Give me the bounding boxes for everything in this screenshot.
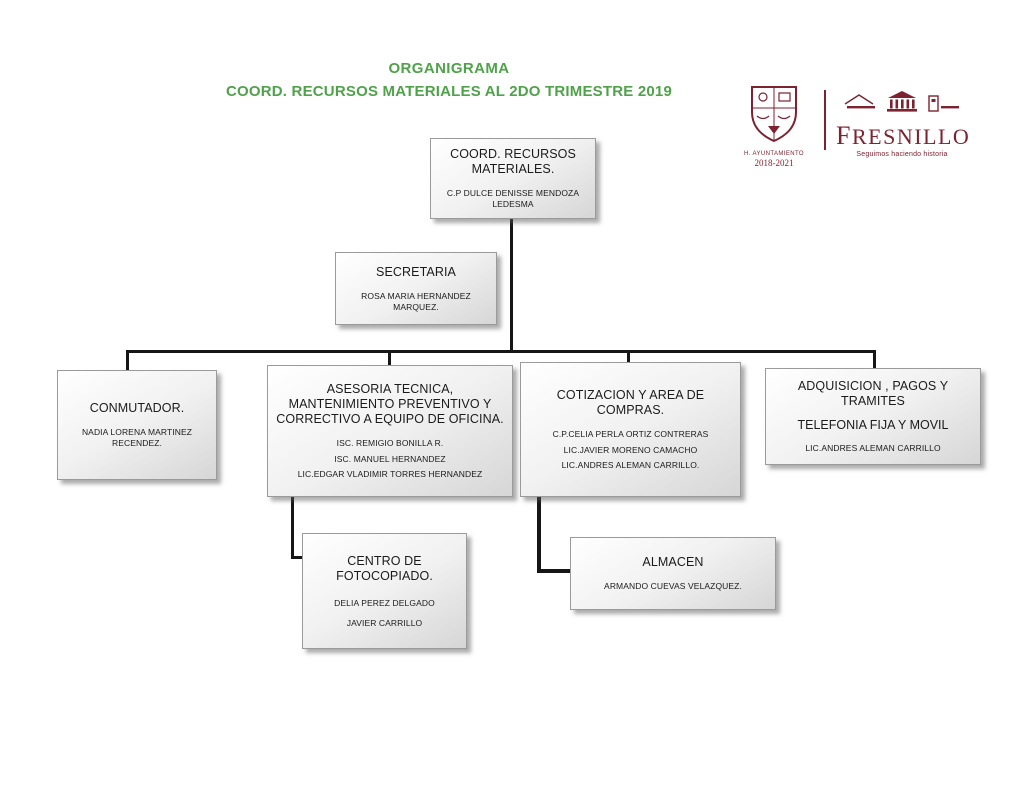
connector-cotizacion-almacen-vertical: [537, 496, 541, 573]
connector-drop-adquisicion: [873, 350, 876, 369]
org-node-secretaria: SECRETARIA ROSA MARIA HERNANDEZ MARQUEZ.: [335, 252, 497, 325]
connector-drop-cotizacion: [627, 350, 630, 363]
fresnillo-wordmark: FRESNILLO: [836, 121, 971, 150]
org-node-cotizacion-compras: COTIZACION Y AREA DE COMPRAS. C.P.CELIA …: [520, 362, 741, 497]
connector-coord-vertical: [510, 217, 513, 352]
crest-caption: H. AYUNTAMIENTO: [743, 151, 804, 157]
node-person: LIC.ANDRES ALEMAN CARRILLO.: [561, 460, 700, 471]
connector-drop-conmutador: [126, 350, 129, 371]
org-node-conmutador: CONMUTADOR. NADIA LORENA MARTINEZ RECEND…: [57, 370, 217, 480]
node-person: LIC.ANDRES ALEMAN CARRILLO: [805, 443, 941, 454]
connector-main-horizontal: [126, 350, 876, 353]
municipal-crest-icon: [746, 86, 802, 148]
org-node-almacen: ALMACEN ARMANDO CUEVAS VELAZQUEZ.: [570, 537, 776, 610]
municipal-crest: H. AYUNTAMIENTO 2018-2021: [739, 84, 809, 168]
connector-asesoria-fotocopiado-horizontal: [291, 556, 304, 559]
org-node-adquisicion-pagos: ADQUISICION , PAGOS Y TRAMITES TELEFONIA…: [765, 368, 981, 465]
fresnillo-brand: FRESNILLO Seguimos haciendo historia: [836, 88, 971, 158]
connector-asesoria-fotocopiado-vertical: [291, 496, 294, 559]
org-node-coord-recursos-materiales: COORD. RECURSOS MATERIALES. C.P DULCE DE…: [430, 138, 596, 219]
org-node-asesoria-tecnica: ASESORIA TECNICA, MANTENIMIENTO PREVENTI…: [267, 365, 513, 497]
node-title: CONMUTADOR.: [89, 401, 185, 416]
page-title: ORGANIGRAMA COORD. RECURSOS MATERIALES A…: [149, 60, 749, 100]
node-person: DELIA PEREZ DELGADO: [334, 597, 435, 608]
node-person: ISC. MANUEL HERNANDEZ: [334, 453, 446, 464]
node-title: ADQUISICION , PAGOS Y TRAMITES: [797, 379, 949, 409]
node-subtitle: TELEFONIA FIJA Y MOVIL: [797, 418, 949, 433]
page-title-line1: ORGANIGRAMA: [388, 60, 510, 77]
node-person: ISC. REMIGIO BONILLA R.: [336, 438, 444, 449]
node-title: COTIZACION Y AREA DE COMPRAS.: [556, 388, 705, 418]
node-person: ARMANDO CUEVAS VELAZQUEZ.: [604, 581, 742, 592]
page-title-line2: COORD. RECURSOS MATERIALES AL 2DO TRIMES…: [225, 83, 673, 100]
node-person: LIC.JAVIER MORENO CAMACHO: [563, 444, 698, 455]
org-node-centro-fotocopiado: CENTRO DE FOTOCOPIADO. DELIA PEREZ DELGA…: [302, 533, 467, 649]
node-title: ALMACEN: [642, 555, 704, 570]
node-person: LIC.EDGAR VLADIMIR TORRES HERNANDEZ: [297, 469, 483, 480]
node-title: CENTRO DE FOTOCOPIADO.: [336, 553, 433, 583]
node-person: JAVIER CARRILLO: [346, 617, 423, 628]
node-person: C.P DULCE DENISSE MENDOZA LEDESMA: [446, 188, 580, 209]
node-title: COORD. RECURSOS MATERIALES.: [450, 147, 576, 177]
node-person: C.P.CELIA PERLA ORTIZ CONTRERAS: [552, 429, 709, 440]
fresnillo-building-icon: [843, 91, 961, 120]
fresnillo-tagline: Seguimos haciendo historia: [856, 151, 948, 158]
connector-drop-asesoria: [388, 350, 391, 366]
logo-divider: [824, 90, 826, 150]
connector-cotizacion-almacen-horizontal: [537, 569, 572, 573]
node-title: SECRETARIA: [376, 264, 456, 279]
crest-years: 2018-2021: [754, 158, 794, 168]
node-person: ROSA MARIA HERNANDEZ MARQUEZ.: [361, 290, 471, 312]
node-title: ASESORIA TECNICA, MANTENIMIENTO PREVENTI…: [276, 382, 504, 427]
node-person: NADIA LORENA MARTINEZ RECENDEZ.: [81, 427, 193, 448]
